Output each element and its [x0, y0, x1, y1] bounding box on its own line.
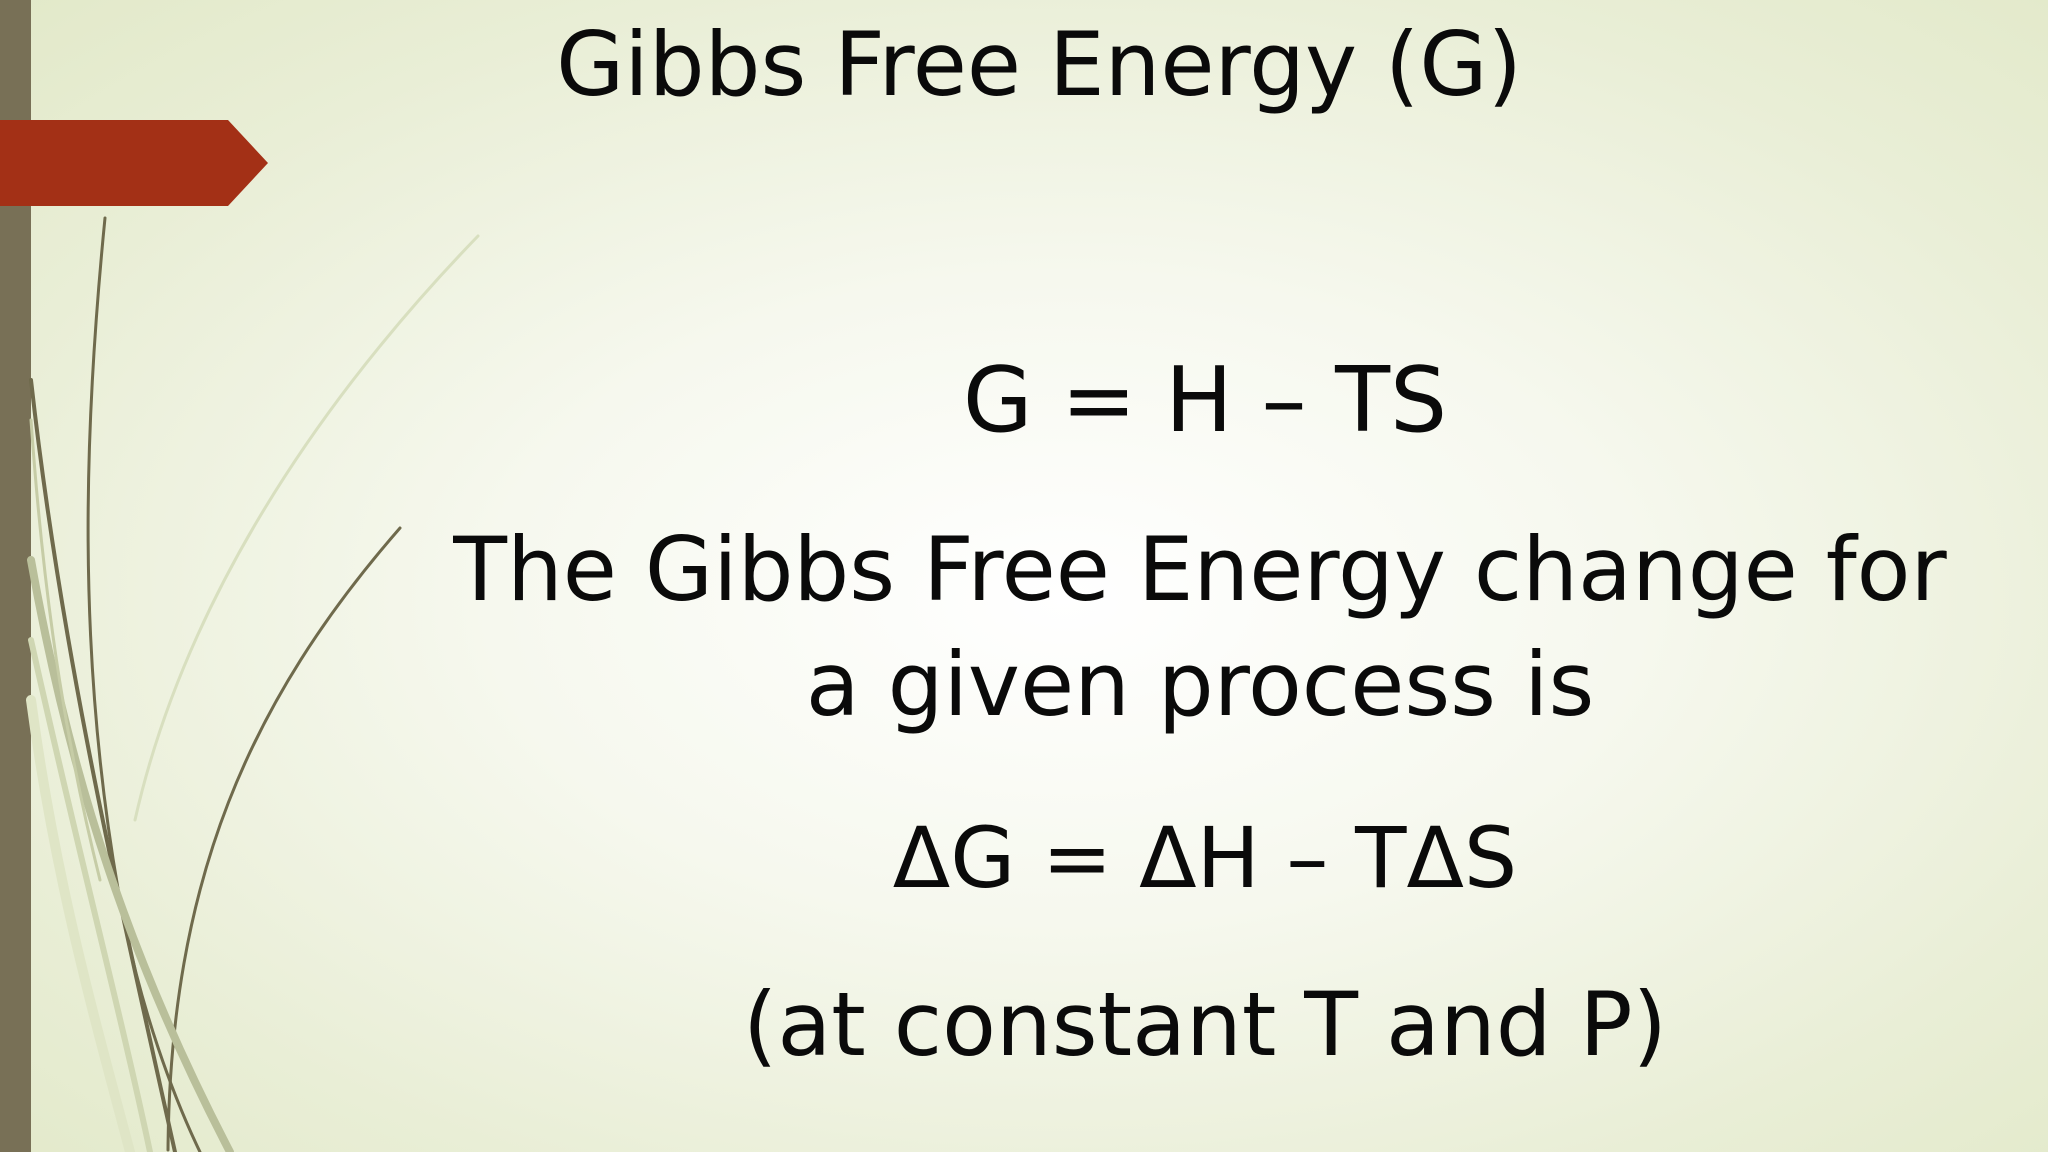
delta-gibbs-equation: ΔG = ΔH – TΔS — [892, 809, 1518, 907]
slide-title: Gibbs Free Energy (G) — [556, 13, 1522, 116]
condition-text: (at constant T and P) — [743, 973, 1667, 1076]
grass-decoration — [26, 216, 480, 1152]
gibbs-equation: G = H – TS — [962, 348, 1448, 453]
description-text: The Gibbs Free Energy change for a given… — [453, 518, 1947, 736]
accent-ribbon — [0, 120, 268, 206]
